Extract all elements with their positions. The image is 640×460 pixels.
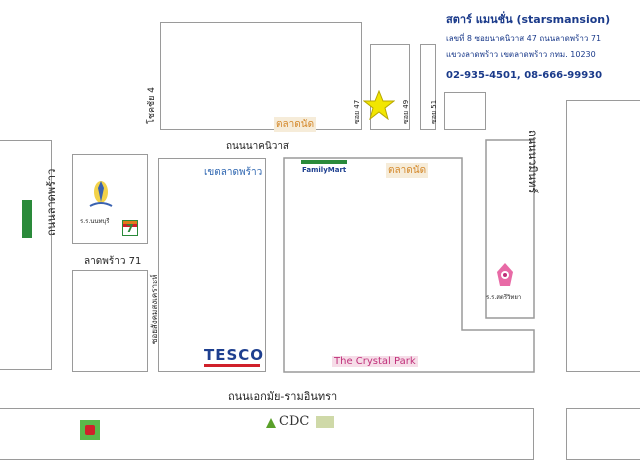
district-label: เขตลาดพร้าว (204, 167, 263, 178)
block-left-strip (0, 140, 52, 370)
crystal-park-label: The Crystal Park (332, 356, 418, 367)
cdc-label: CDC (279, 414, 310, 429)
info-name: สตาร์ แมนชั่น (starsmansion) (446, 13, 611, 26)
seven-eleven-label: 7 (126, 222, 134, 235)
school-1-label: ร.ร.นนทบุรี (80, 218, 110, 225)
info-phones: 02-935-4501, 08-666-99930 (446, 70, 603, 81)
road-lat-phrao-71: ลาดพร้าว 71 (84, 256, 142, 267)
block-tesco (158, 158, 266, 372)
road-soi-49: ซอย 49 (402, 99, 410, 124)
block-soi49-51 (420, 44, 436, 130)
bottom-left-logo-icon (80, 420, 100, 440)
market-label-2: ตลาดนัด (386, 163, 429, 178)
road-soi-47: ซอย 47 (353, 99, 361, 124)
school-2-emblem-icon (497, 263, 513, 286)
road-ekkamai-ramintra: ถนนเอกมัย-รามอินทรา (228, 390, 338, 403)
road-chokchai-4: โชคชัย 4 (147, 87, 157, 124)
block-soi47-49 (370, 44, 410, 130)
seven-eleven-icon: 7 (122, 220, 138, 236)
road-nak-niwat: ถนนนาคนิวาส (226, 141, 290, 152)
school-2-label: ร.ร.สตรีวิทยา (486, 294, 522, 301)
cdc-triangle-icon (266, 418, 276, 428)
block-right (566, 100, 640, 372)
market-label-1: ตลาดนัด (274, 117, 317, 132)
block-top-left (160, 22, 362, 130)
road-sign-icon (22, 200, 32, 238)
road-soi-sangkhom: ซอยสังคมสงเคราะห์ (150, 274, 159, 344)
block-top-right-strip (444, 92, 486, 130)
familymart-bar (301, 160, 347, 164)
info-address-line1: เลขที่ 8 ซอยนาคนิวาส 47 ถนนลาดพร้าว 71 (446, 34, 602, 43)
school-emblem-icon (89, 181, 113, 207)
tesco-label: TESCO (204, 346, 265, 364)
block-lower-left (72, 270, 148, 372)
road-lat-phrao: ถนนลาดพร้าว (45, 168, 58, 236)
familymart-label: FamilyMart (302, 166, 347, 174)
road-sign-label: ลาดพร้าว (33, 211, 40, 236)
road-nawamin: ถนนนวมินทร์ (526, 130, 539, 194)
road-soi-51: ซอย 51 (430, 99, 438, 124)
cdc-logo-icon (316, 416, 334, 428)
tesco-underline (204, 364, 260, 367)
star-location-icon (363, 90, 395, 120)
info-box: สตาร์ แมนชั่น (starsmansion) เลขที่ 8 ซอ… (440, 6, 636, 92)
info-address-line2: แขวงลาดพร้าว เขตลาดพร้าว กทม. 10230 (446, 50, 596, 59)
